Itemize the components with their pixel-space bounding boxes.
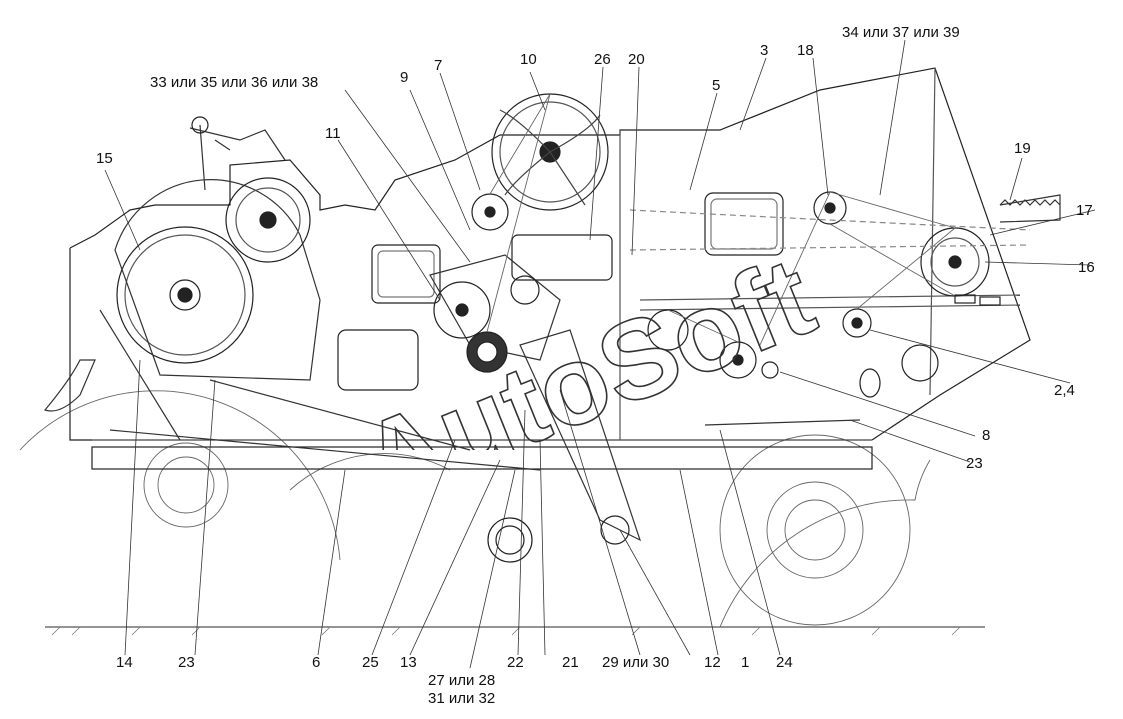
window-2 bbox=[337, 329, 419, 391]
callout-17: 17 bbox=[1076, 202, 1093, 219]
window-1 bbox=[371, 244, 441, 304]
window-3 bbox=[511, 234, 613, 281]
callout-21: 21 bbox=[562, 654, 579, 671]
callout-3: 3 bbox=[760, 42, 769, 59]
callout-14: 14 bbox=[116, 654, 133, 671]
shaker-arm bbox=[519, 329, 642, 542]
callout-24: 24 bbox=[776, 654, 793, 671]
callout-31-32: 31 или 32 bbox=[428, 690, 496, 707]
leader-lines bbox=[104, 39, 1096, 669]
lower-frame bbox=[91, 446, 873, 470]
callout-34-37-39: 34 или 37 или 39 bbox=[842, 24, 960, 41]
callout-13: 13 bbox=[400, 654, 417, 671]
drum-main bbox=[116, 226, 254, 364]
callout-9: 9 bbox=[400, 69, 409, 86]
callout-23-right: 23 bbox=[966, 455, 983, 472]
callout-8: 8 bbox=[982, 427, 991, 444]
pulley-11 bbox=[433, 281, 491, 339]
callout-20: 20 bbox=[628, 51, 645, 68]
callout-23-bottom: 23 bbox=[178, 654, 195, 671]
wheel-outlines bbox=[19, 390, 931, 628]
callout-7: 7 bbox=[434, 57, 443, 74]
pulley-upper-left bbox=[225, 177, 311, 263]
callout-16: 16 bbox=[1078, 259, 1095, 276]
window-4 bbox=[704, 192, 784, 256]
callout-11: 11 bbox=[325, 125, 341, 142]
callout-27-28: 27 или 28 bbox=[428, 672, 496, 689]
callout-15: 15 bbox=[96, 150, 113, 167]
callout-10: 10 bbox=[520, 51, 537, 68]
callout-2-4: 2,4 bbox=[1054, 382, 1075, 399]
callout-19: 19 bbox=[1014, 140, 1031, 157]
callout-6: 6 bbox=[312, 654, 321, 671]
callout-5: 5 bbox=[712, 77, 721, 94]
callout-18: 18 bbox=[797, 42, 814, 59]
body-outline bbox=[69, 67, 1031, 441]
callout-26: 26 bbox=[594, 51, 611, 68]
callout-25: 25 bbox=[362, 654, 379, 671]
callout-33-35-36-38: 33 или 35 или 36 или 38 bbox=[150, 74, 319, 91]
callout-22: 22 bbox=[507, 654, 524, 671]
callout-12: 12 bbox=[704, 654, 721, 671]
callout-29-30: 29 или 30 bbox=[602, 654, 670, 671]
callout-1: 1 bbox=[741, 654, 750, 671]
